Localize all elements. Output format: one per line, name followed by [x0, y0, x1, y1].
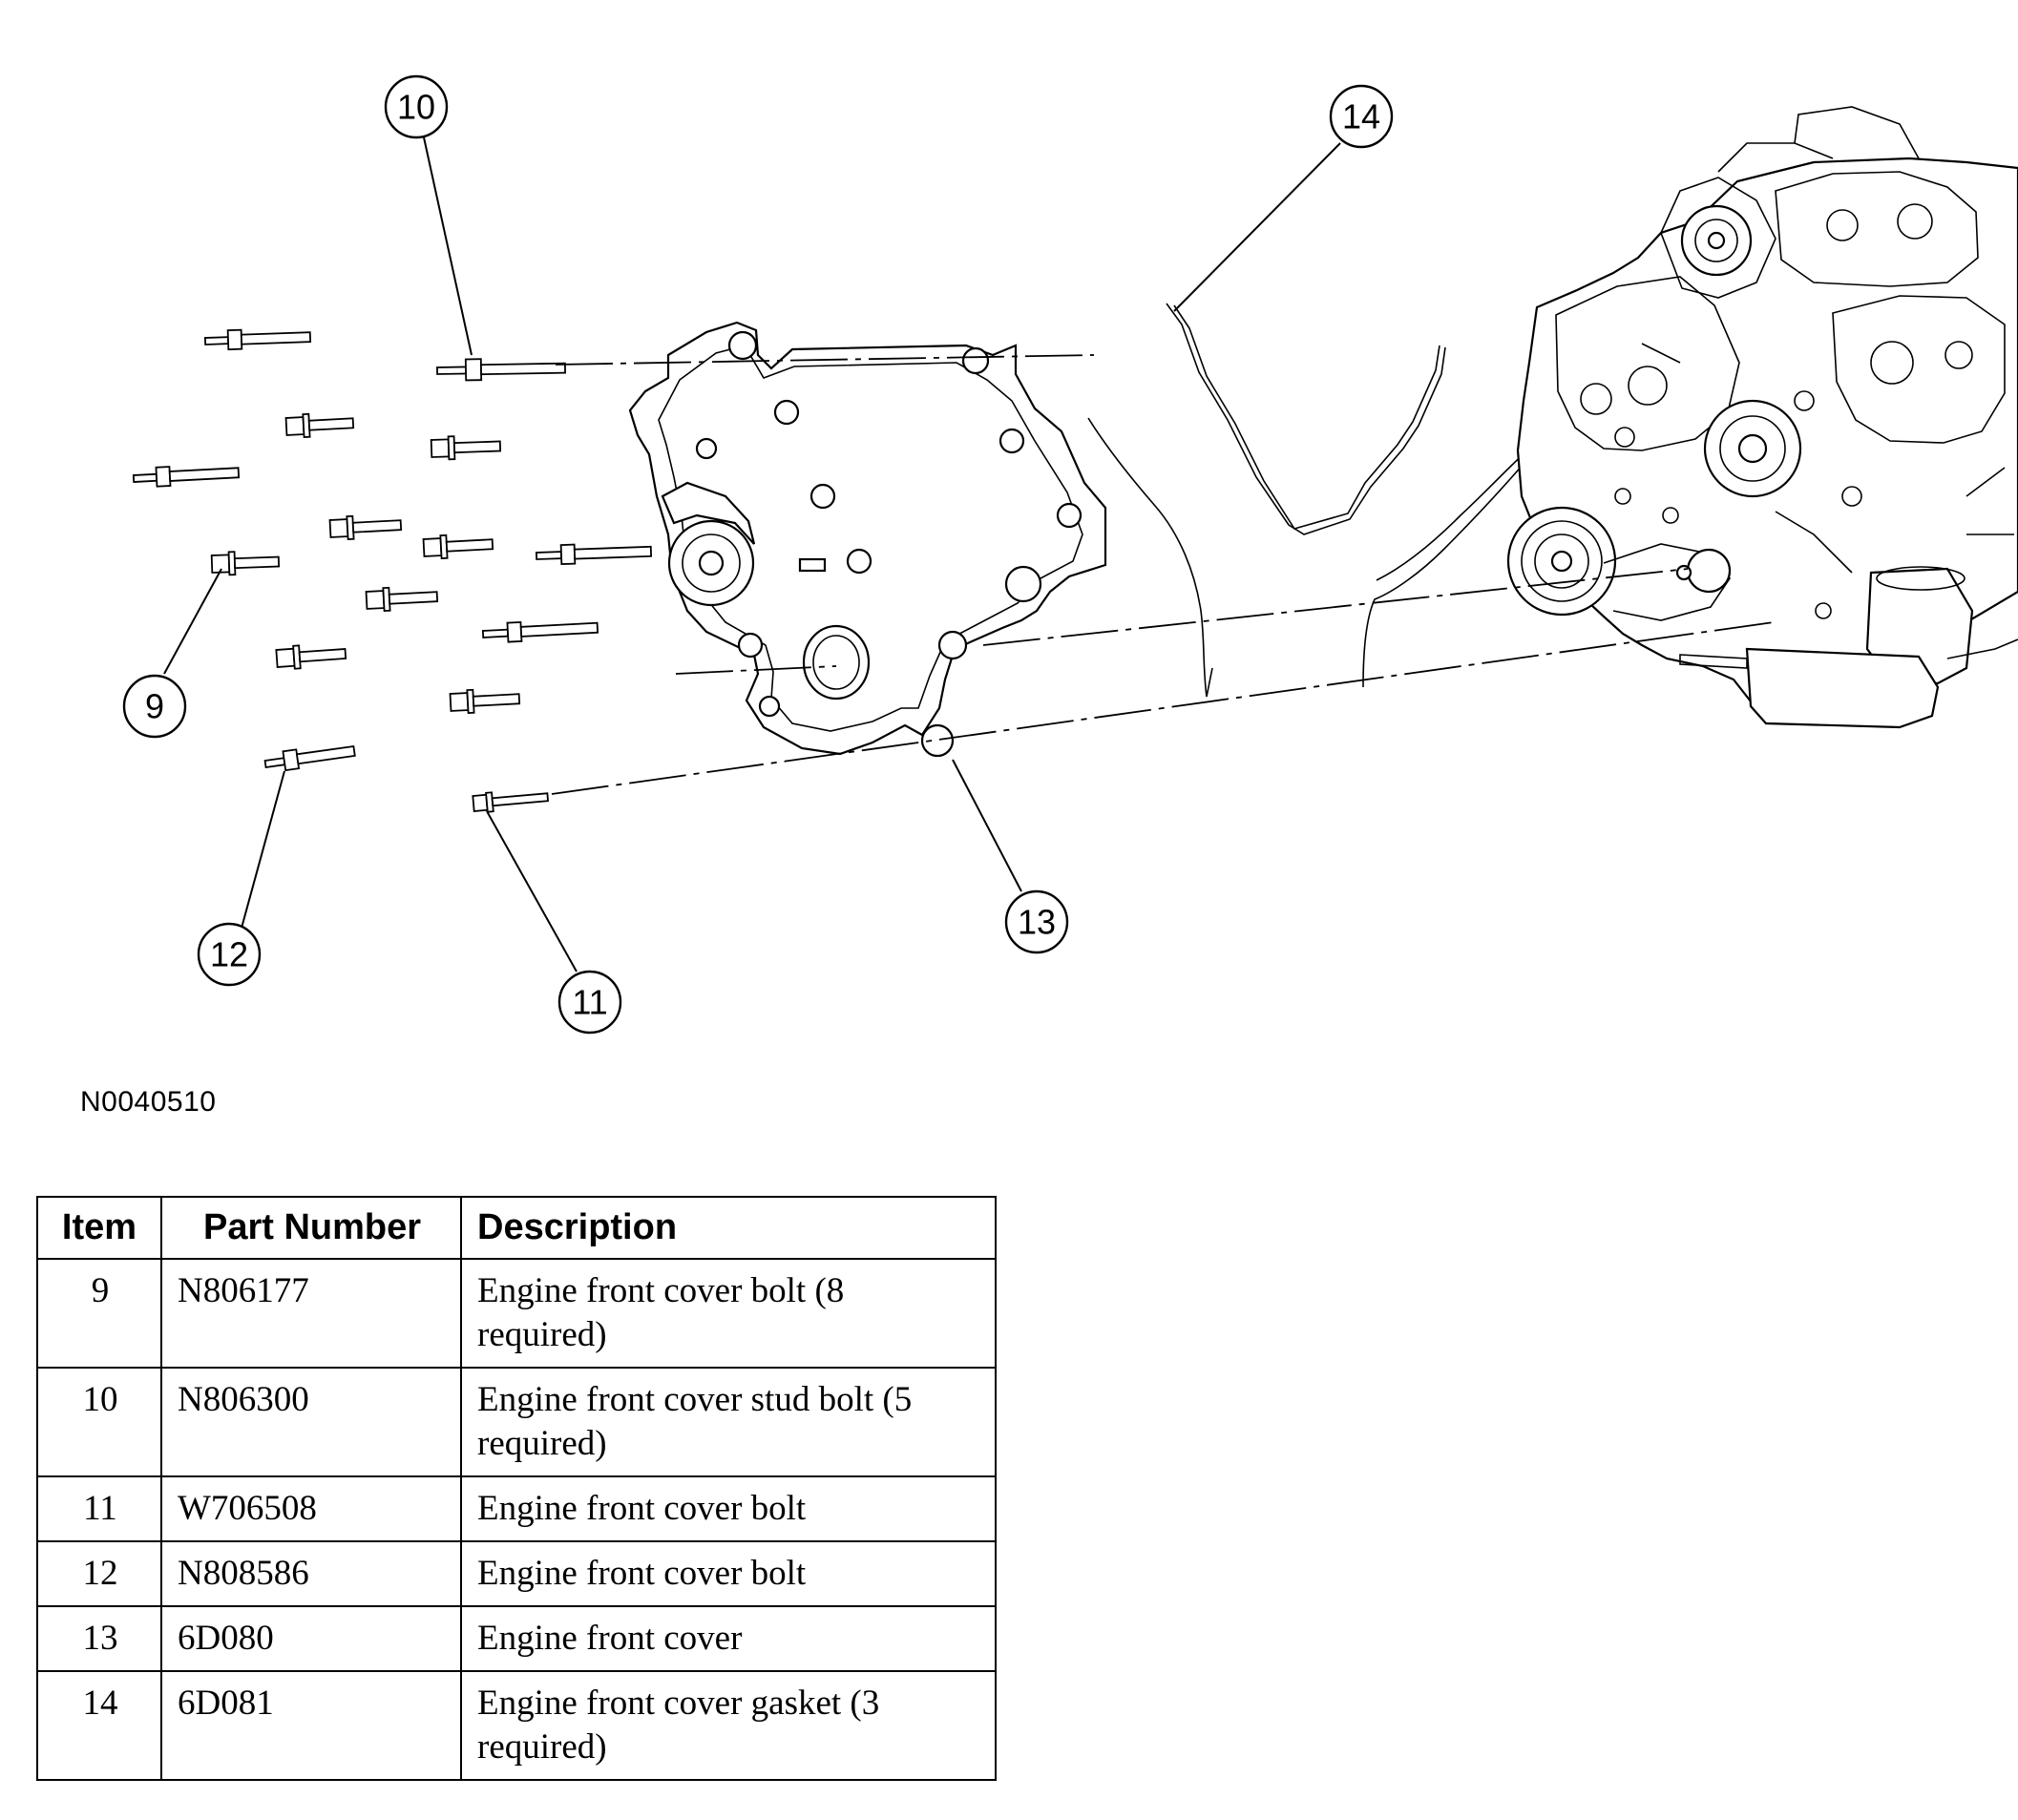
- cover-bolt: [275, 644, 347, 670]
- cell-part-number: N806177: [160, 1258, 462, 1369]
- callout-14: 14: [1329, 84, 1394, 149]
- callout-label-14: 14: [1342, 97, 1380, 136]
- cell-item: 10: [36, 1367, 162, 1477]
- table-row: 14 6D081 Engine front cover gasket (3 re…: [36, 1670, 997, 1781]
- bolt-group: [132, 328, 653, 813]
- cover-bolt: [284, 412, 355, 438]
- stud-bolt: [481, 620, 599, 643]
- table-row: 10 N806300 Engine front cover stud bolt …: [36, 1367, 997, 1477]
- cover-bolt-item-9: [210, 551, 281, 576]
- table-row: 11 W706508 Engine front cover bolt: [36, 1475, 997, 1542]
- cell-item: 13: [36, 1605, 162, 1672]
- cell-item: 14: [36, 1670, 162, 1781]
- stud-bolt-item-12: [263, 744, 356, 772]
- table-row: 13 6D080 Engine front cover: [36, 1605, 997, 1672]
- callout-13: 13: [1004, 889, 1069, 954]
- cover-bolt: [422, 533, 494, 559]
- cover-bolt-item-11: [472, 791, 550, 813]
- callout-10: 10: [384, 74, 449, 139]
- stud-bolt: [436, 358, 566, 382]
- cell-item: 11: [36, 1475, 162, 1542]
- assembly-centerlines: [551, 354, 1775, 795]
- cell-part-number: 6D080: [160, 1605, 462, 1672]
- engine-front-cover-gasket: [1087, 303, 1535, 698]
- callout-label-12: 12: [210, 935, 248, 974]
- cell-description: Engine front cover stud bolt (5 required…: [460, 1367, 997, 1477]
- table-header-row: Item Part Number Description: [36, 1196, 997, 1260]
- engine-front-cover: [628, 321, 1107, 758]
- cell-item: 9: [36, 1258, 162, 1369]
- engine-block: [1506, 106, 2018, 729]
- leader-lines: [163, 136, 1341, 973]
- cell-description: Engine front cover bolt (8 required): [460, 1258, 997, 1369]
- figure-id: N0040510: [80, 1086, 217, 1118]
- cell-description: Engine front cover bolt: [460, 1540, 997, 1607]
- cover-bolt: [328, 514, 403, 540]
- callout-label-9: 9: [145, 687, 164, 726]
- header-item: Item: [36, 1196, 162, 1260]
- callout-label-10: 10: [397, 88, 435, 127]
- cover-bolt: [365, 586, 439, 612]
- cell-item: 12: [36, 1540, 162, 1607]
- table-row: 9 N806177 Engine front cover bolt (8 req…: [36, 1258, 997, 1369]
- cover-bolt: [449, 688, 521, 714]
- parts-table: Item Part Number Description 9 N806177 E…: [36, 1196, 997, 1781]
- exploded-view-diagram: 10 14 9 12 11 13: [122, 74, 2018, 1035]
- callout-label-11: 11: [572, 983, 607, 1022]
- header-part-number: Part Number: [160, 1196, 462, 1260]
- stud-bolt: [132, 466, 241, 488]
- cell-description: Engine front cover bolt: [460, 1475, 997, 1542]
- stud-bolt: [203, 328, 312, 351]
- callout-label-13: 13: [1018, 903, 1056, 942]
- cell-description: Engine front cover gasket (3 required): [460, 1670, 997, 1781]
- cell-part-number: 6D081: [160, 1670, 462, 1781]
- cell-part-number: W706508: [160, 1475, 462, 1542]
- cover-bolt: [430, 435, 502, 461]
- stud-bolt: [535, 543, 653, 566]
- cell-part-number: N808586: [160, 1540, 462, 1607]
- cell-description: Engine front cover: [460, 1605, 997, 1672]
- callout-12: 12: [197, 922, 262, 987]
- callout-11: 11: [557, 970, 622, 1035]
- header-description: Description: [460, 1196, 997, 1260]
- cell-part-number: N806300: [160, 1367, 462, 1477]
- table-row: 12 N808586 Engine front cover bolt: [36, 1540, 997, 1607]
- callout-9: 9: [122, 674, 187, 739]
